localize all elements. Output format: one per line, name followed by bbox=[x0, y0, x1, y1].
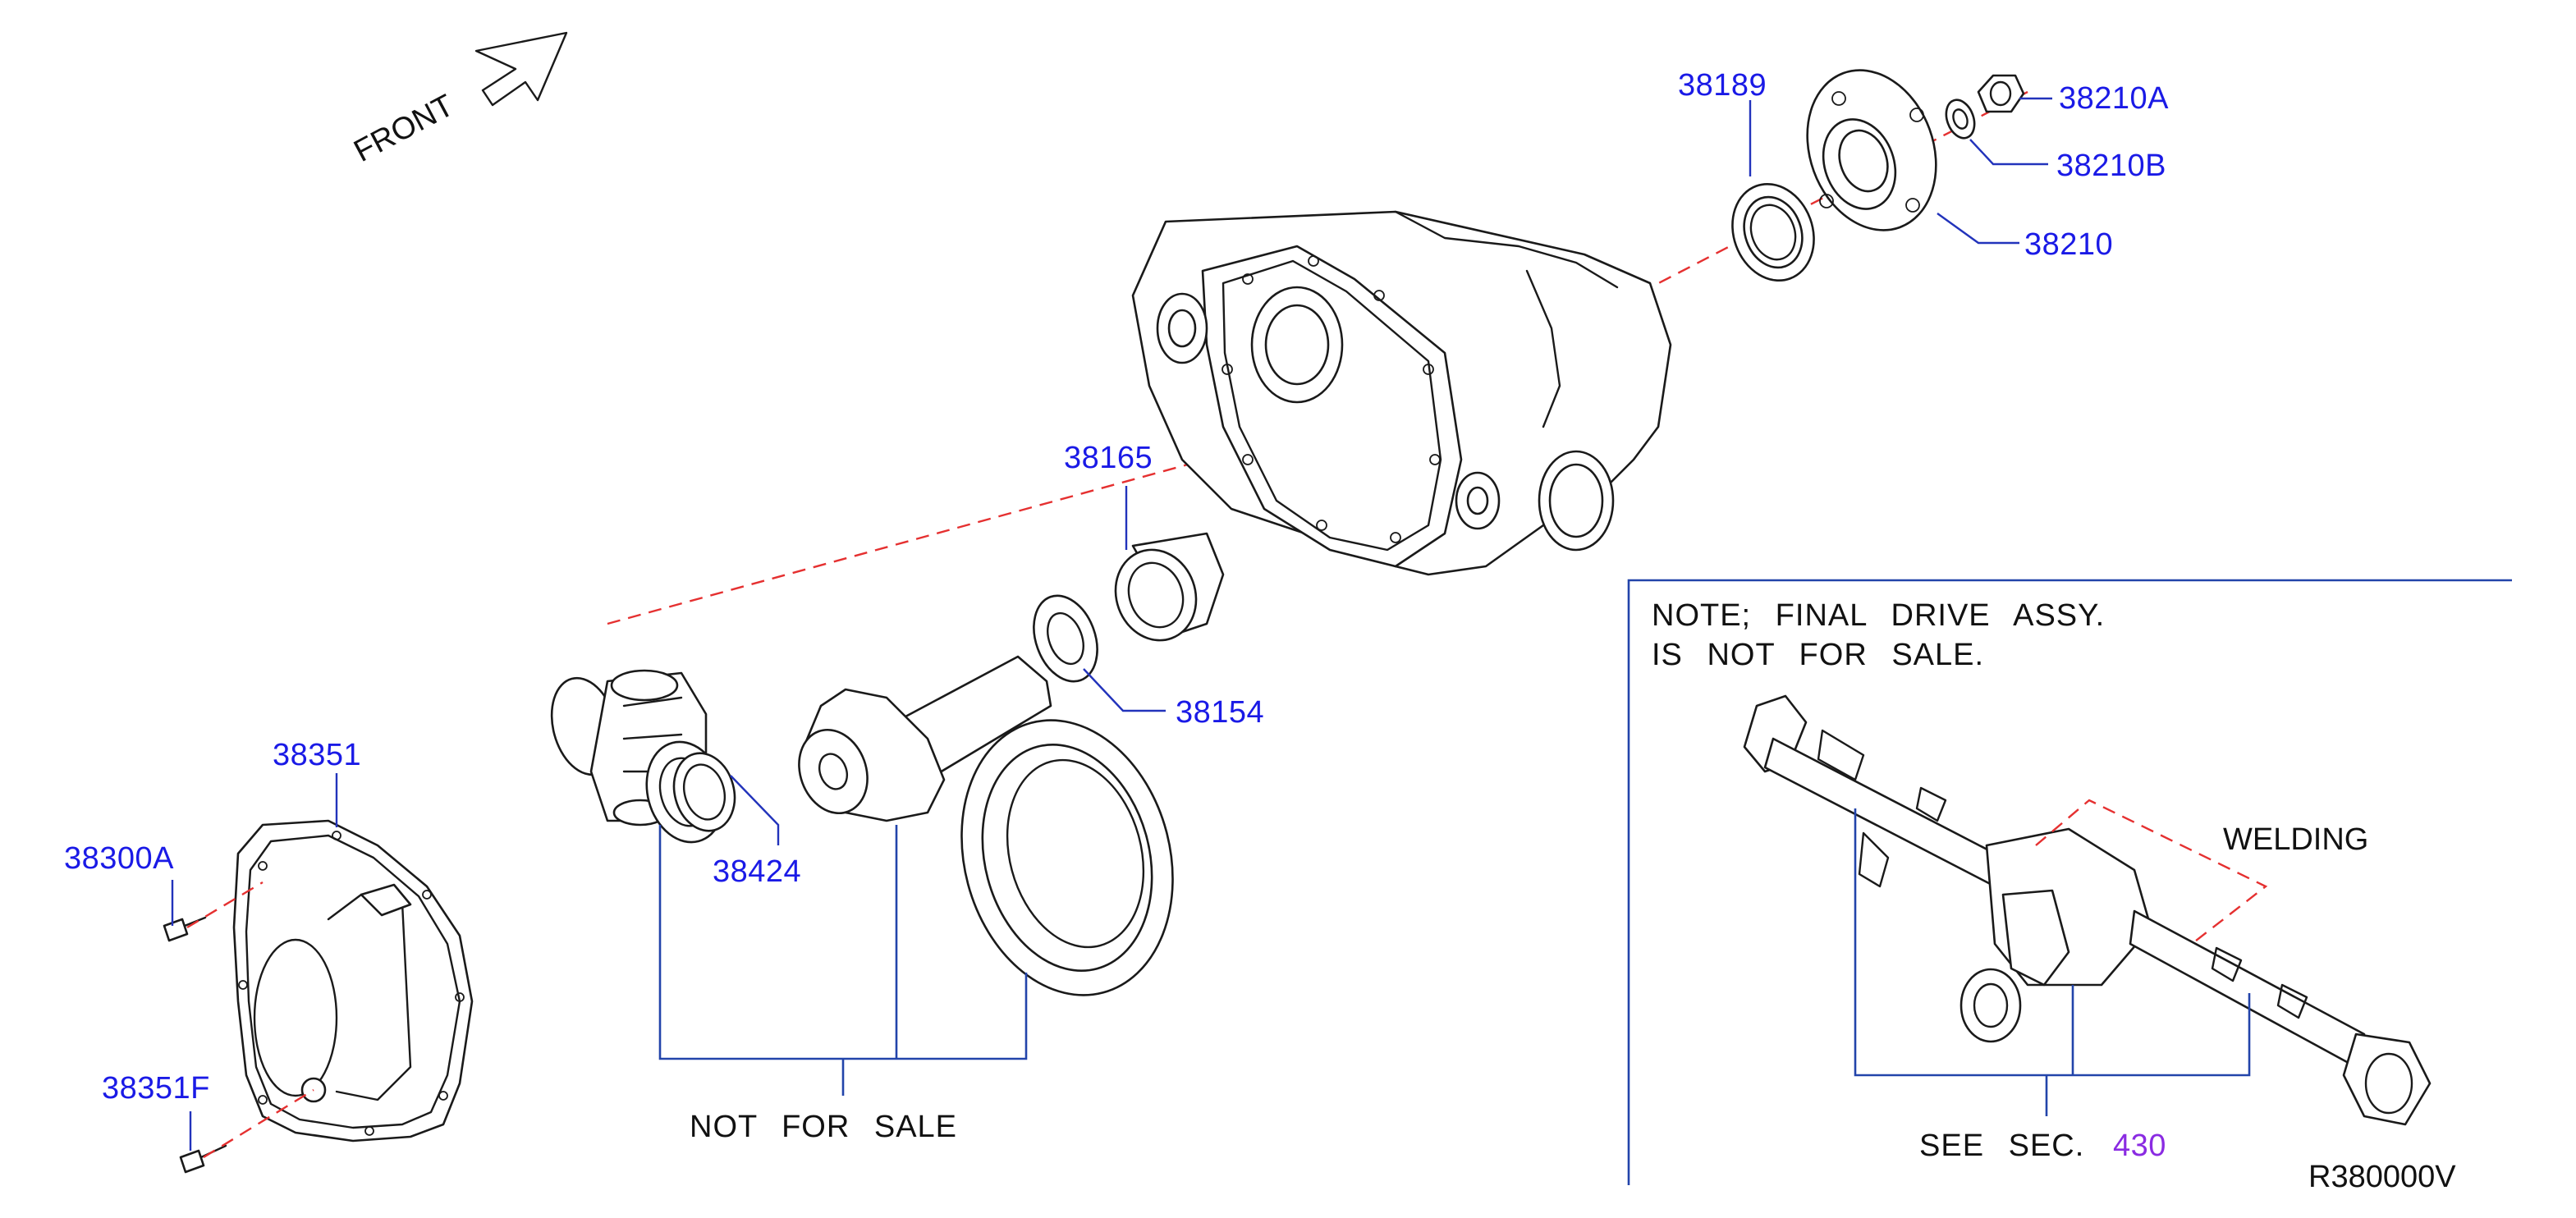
part-number-38210A[interactable]: 38210A bbox=[2059, 81, 2169, 116]
see-section-label: SEE SEC. bbox=[1919, 1129, 2084, 1163]
ring-gear bbox=[960, 719, 1174, 996]
axle-housing-assembly bbox=[1743, 694, 2432, 1126]
differential-carrier-housing bbox=[1131, 210, 1672, 576]
part-number-38210[interactable]: 38210 bbox=[2024, 227, 2113, 262]
note-frame bbox=[1627, 579, 2512, 1185]
welding-label: WELDING bbox=[2223, 822, 2368, 857]
washer-38154 bbox=[1033, 594, 1098, 683]
not-for-sale-bracket bbox=[658, 825, 1028, 1096]
oil-seal-38189 bbox=[1731, 182, 1815, 282]
not-for-sale-label: NOT FOR SALE bbox=[690, 1110, 957, 1144]
washer-38210B bbox=[1945, 98, 1976, 140]
bolt-38351F bbox=[179, 1144, 227, 1174]
note-line-1: NOTE; FINAL DRIVE ASSY. bbox=[1652, 598, 2105, 633]
drive-pinion-gear bbox=[798, 655, 1052, 822]
part-number-38351[interactable]: 38351 bbox=[273, 738, 361, 772]
diagram-code: R380000V bbox=[2308, 1160, 2456, 1194]
part-number-38154[interactable]: 38154 bbox=[1176, 695, 1264, 730]
nut-38210A bbox=[1977, 74, 2025, 113]
see-section-bracket bbox=[1854, 808, 2251, 1116]
spacer-38165 bbox=[1114, 532, 1225, 642]
part-number-38300A[interactable]: 38300A bbox=[64, 841, 174, 876]
part-number-38210B[interactable]: 38210B bbox=[2056, 149, 2166, 183]
cover-bolt-axis-lower bbox=[203, 1088, 314, 1159]
section-link-430[interactable]: 430 bbox=[2113, 1129, 2166, 1163]
companion-flange-38210 bbox=[1806, 69, 1937, 231]
part-number-38351F[interactable]: 38351F bbox=[102, 1071, 210, 1106]
bolt-38300A bbox=[163, 916, 207, 942]
cover-bolt-axis-upper bbox=[186, 881, 264, 929]
leader-lines bbox=[171, 97, 2052, 1151]
note-line-2: IS NOT FOR SALE. bbox=[1652, 638, 1984, 672]
rear-cover-38351 bbox=[232, 819, 474, 1142]
bearing-38424 bbox=[672, 752, 736, 832]
part-number-38424[interactable]: 38424 bbox=[713, 854, 801, 889]
part-number-38165[interactable]: 38165 bbox=[1064, 441, 1153, 475]
front-label: FRONT bbox=[349, 88, 460, 169]
front-direction-arrow: FRONT bbox=[349, 31, 568, 169]
part-number-38189[interactable]: 38189 bbox=[1678, 68, 1767, 103]
